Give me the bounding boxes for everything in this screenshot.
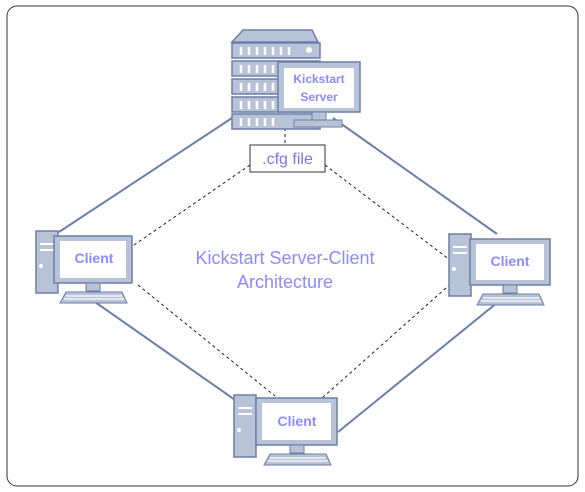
desktop-computer-icon [448,233,551,306]
server-rack-icon [230,29,361,130]
diagram-title-line2: Architecture [237,272,333,292]
server-label-line1: Kickstart [293,72,344,86]
link-right-bottom [337,301,499,433]
dashed-connections [133,128,456,399]
desktop-computer-icon [233,394,338,466]
diagram-title-line1: Kickstart Server-Client [195,248,374,268]
server-label-line2: Server [300,90,338,104]
dash-cfg-right [324,164,451,261]
diagram-frame [6,5,579,487]
solid-connections [58,117,499,433]
desktop-computer-icon [35,230,133,304]
client-left-label: Client [75,250,114,266]
client-right-label: Client [491,253,530,269]
client-bottom-label: Client [278,413,317,429]
link-left-bottom [94,301,259,417]
config-file-box [249,144,326,173]
config-file-label: .cfg file [262,151,313,168]
link-server-left [58,117,233,233]
dash-left-bottom [137,284,276,397]
link-server-right [332,117,498,235]
